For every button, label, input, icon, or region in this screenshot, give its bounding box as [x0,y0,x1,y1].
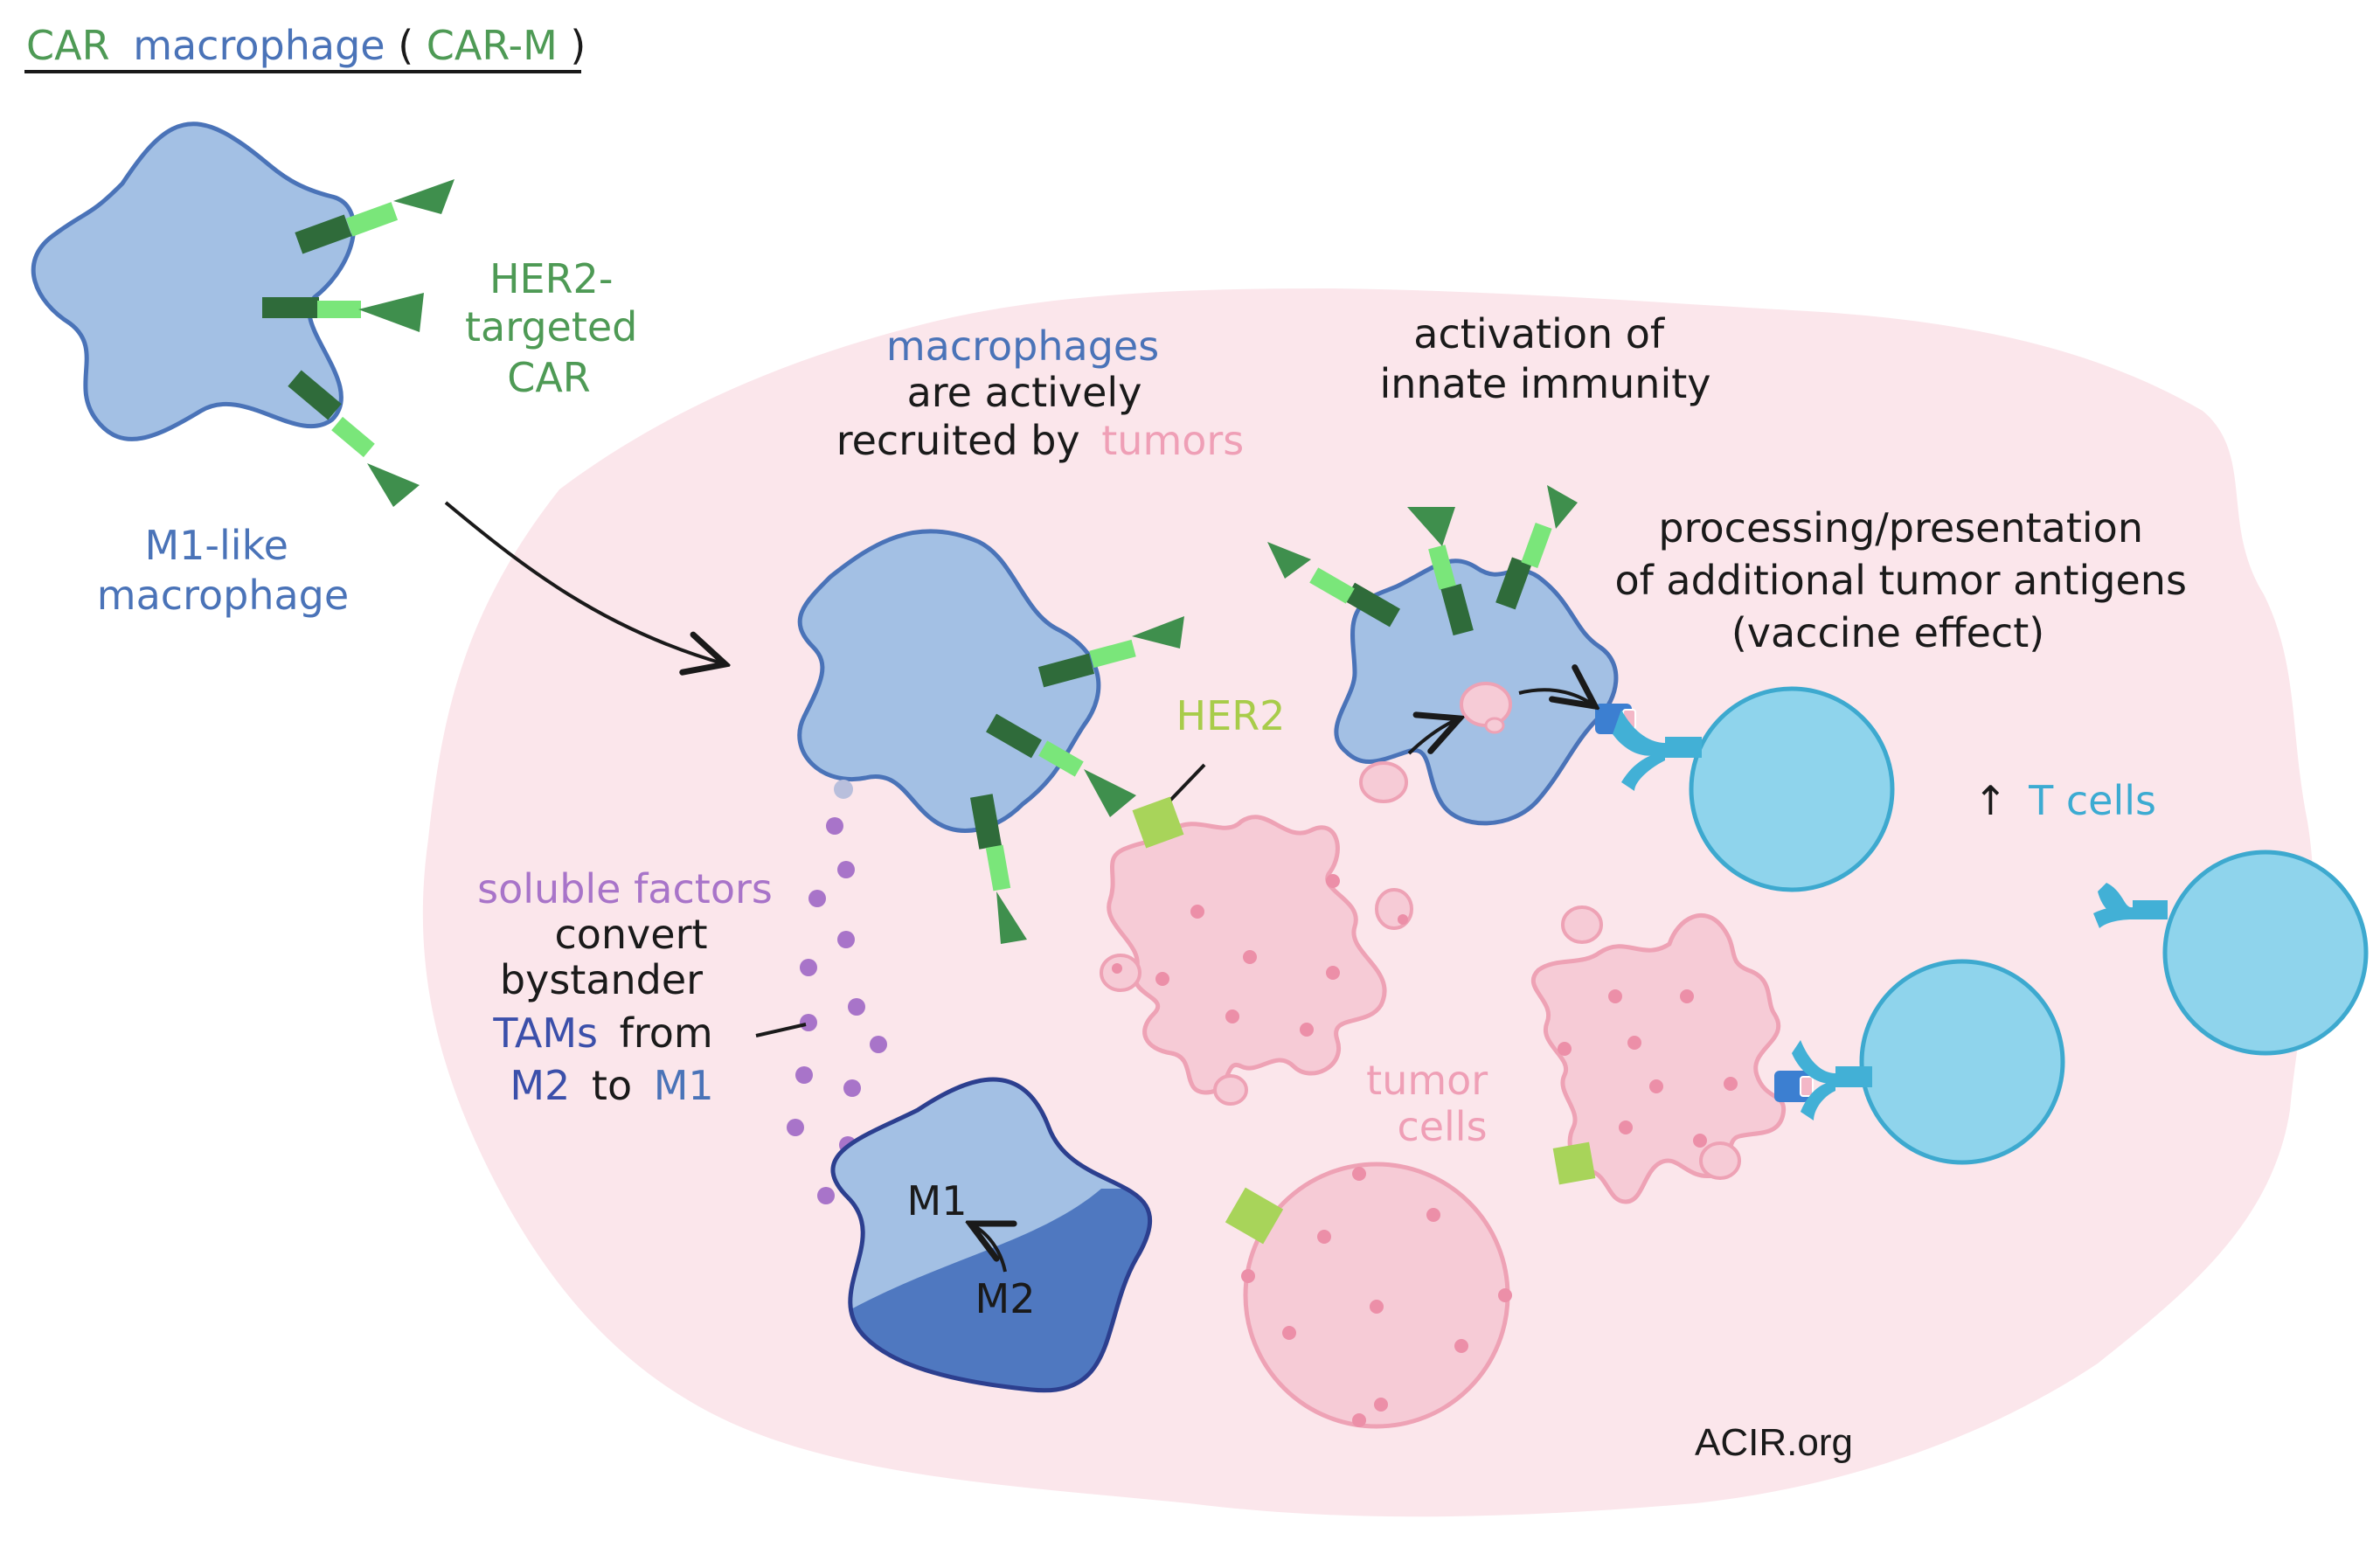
title-car-m: CAR-M [427,22,558,69]
car-macrophage-body [31,121,357,441]
recruit-line3b: tumors [1101,417,1244,464]
title-paren-open: ( [398,22,413,69]
soluble-from: from [620,1009,713,1057]
car-receptor [295,179,454,254]
car-receptor [1267,542,1400,628]
t-cell [1613,686,1895,892]
soluble-m2: M2 [510,1062,570,1109]
soluble-line3: bystander [500,956,703,1003]
svg-text:M2 to M1: M2 to M1 [510,1062,713,1109]
soluble-factors-text: soluble factors convert bystander TAMs f… [477,865,773,1109]
bystander-tam: M1 M2 [830,1077,1152,1393]
her2-receptor [1552,1141,1596,1185]
t-cell-body [2162,850,2369,1056]
antigen-presentation-arrow [1518,690,1595,706]
tam-outline [830,1077,1152,1393]
soluble-to: to [592,1062,632,1109]
tumor-cell-dots [1241,1167,1512,1427]
t-cell-body [1859,959,2065,1165]
soluble-line1: soluble factors [477,865,773,912]
soluble-factor-dot [834,780,853,799]
recruit-line1: macrophages [886,323,1159,370]
mhc-antigen-complex [1774,1071,1814,1102]
car-receptor [986,713,1136,817]
tumor-cell-dots [1155,874,1340,1037]
car-receptor [262,293,424,332]
tcr-receptor [1613,710,1702,791]
svg-text:CAR macrophage (: CAR macrophage ( CAR-M ) [26,22,586,69]
title-car: CAR [26,22,110,69]
recruited-car-macrophage [797,529,1184,944]
tumor-cell [1107,796,1387,1095]
tumor-cell-round [1225,1162,1512,1429]
m2-label: M2 [975,1275,1036,1322]
t-cells-increase-label: ↑ T cells [1974,777,2156,824]
innate-immunity-text: activation of innate immunity [1380,310,1711,407]
tumor-fragments [1561,905,1741,1180]
car-receptor [1495,485,1578,610]
recruit-line2: are actively [907,369,1142,416]
title-paren-close: ) [570,22,586,69]
her2-label: HER2 [1176,692,1286,739]
car-macrophage [31,121,454,507]
her2-receptor [1225,1187,1284,1245]
t-cell-body [1689,686,1895,892]
car-receptor [1037,616,1184,688]
car-receptor [288,370,420,507]
soluble-m1: M1 [654,1062,714,1109]
m1-label: M1 [907,1177,968,1224]
t-cell [2093,850,2369,1056]
recruit-line3a: recruited by [836,417,1080,464]
car-receptor [1407,507,1474,636]
tumor-cell-round-body [1243,1162,1510,1429]
her2-receptor [1132,796,1184,849]
car-receptor [969,794,1027,944]
tcr-receptor [1792,1040,1872,1120]
recruited-macrophage-body [797,529,1101,833]
t-cell [1792,959,2065,1165]
phagocytosed-antigen [1460,682,1512,734]
soluble-line2: convert [554,911,707,958]
m1-like-macrophage-label: M1-like macrophage [97,522,349,619]
title-macrophage: macrophage [133,22,385,69]
antigen-processing-text: processing/presentation of additional tu… [1614,504,2199,656]
tumor-cell-dots [1558,989,1738,1148]
title: CAR macrophage ( CAR-M ) [24,22,586,73]
her2-car-label: HER2- targeted CAR [465,255,650,401]
soluble-tams: TAMs [492,1009,598,1057]
acir-credit: ACIR.org [1695,1421,1853,1464]
svg-text:TAMs from: TAMs from [492,1009,712,1057]
tcr-receptor [2093,883,2168,928]
recruitment-arrow [444,501,725,664]
antigen-uptake-arrow [1407,718,1460,755]
soluble-pointer-line [755,1023,807,1037]
recruitment-text: macrophages are actively recruited by tu… [836,323,1245,464]
tumor-fragment [1359,761,1408,803]
m2-to-m1-arrow [970,1224,1005,1273]
svg-text:recruited by tumors: recruited by tumors [836,417,1245,464]
tumor-cells-label: tumor cells [1366,1057,1501,1150]
